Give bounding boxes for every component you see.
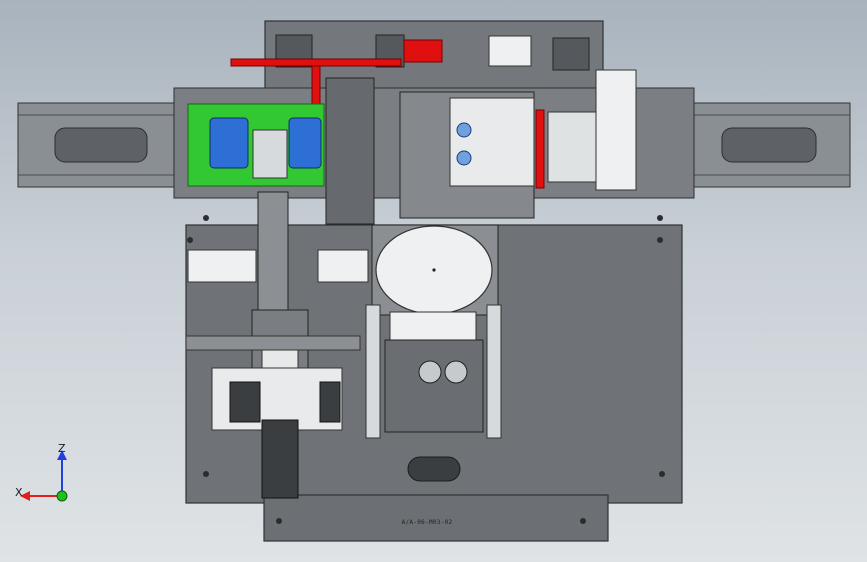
side-bracket-right (486, 304, 502, 439)
stepper-motor-right (552, 37, 590, 71)
part-number-label: A/A-06-M03-02 (401, 519, 453, 526)
blue-motor-right (288, 117, 322, 169)
rotary-base (384, 339, 484, 433)
connector-right (444, 360, 468, 384)
bottom-slot (407, 456, 461, 482)
axis-z-label: Z (58, 442, 66, 455)
arrow-left-icon (20, 491, 30, 501)
mounting-holes (187, 215, 665, 524)
blue-sensor-upper (456, 122, 472, 138)
left-rail-slot (54, 127, 148, 163)
red-bracket-top (230, 58, 402, 67)
axis-x-label: X (15, 486, 23, 499)
vertical-slide (257, 191, 289, 323)
white-plate-mid (317, 249, 369, 283)
dark-motor-block (319, 381, 341, 423)
right-carriage (547, 111, 597, 183)
rotary-mount-plate (389, 311, 477, 345)
white-fixture (449, 97, 535, 187)
blue-sensor-lower (456, 150, 472, 166)
horizontal-rail-lower (185, 335, 361, 351)
nozzle-stack (261, 419, 299, 499)
right-rail-slot (721, 127, 817, 163)
z-column (325, 77, 375, 225)
dark-motor-block (229, 381, 261, 423)
white-block-top (488, 35, 532, 67)
disc-center (432, 268, 436, 272)
white-plate-left (187, 249, 257, 283)
red-strip-right (535, 109, 545, 189)
arrow-up-icon (57, 450, 67, 460)
connector-left (418, 360, 442, 384)
axis-triad[interactable] (12, 440, 82, 510)
red-block (403, 39, 443, 63)
blue-motor-left (209, 117, 249, 169)
side-bracket-left (365, 304, 381, 439)
right-fixture (595, 69, 637, 191)
pcb-center-block (252, 129, 288, 179)
green-dot-icon (56, 490, 68, 502)
base-plate-bottom-tab (263, 494, 609, 542)
